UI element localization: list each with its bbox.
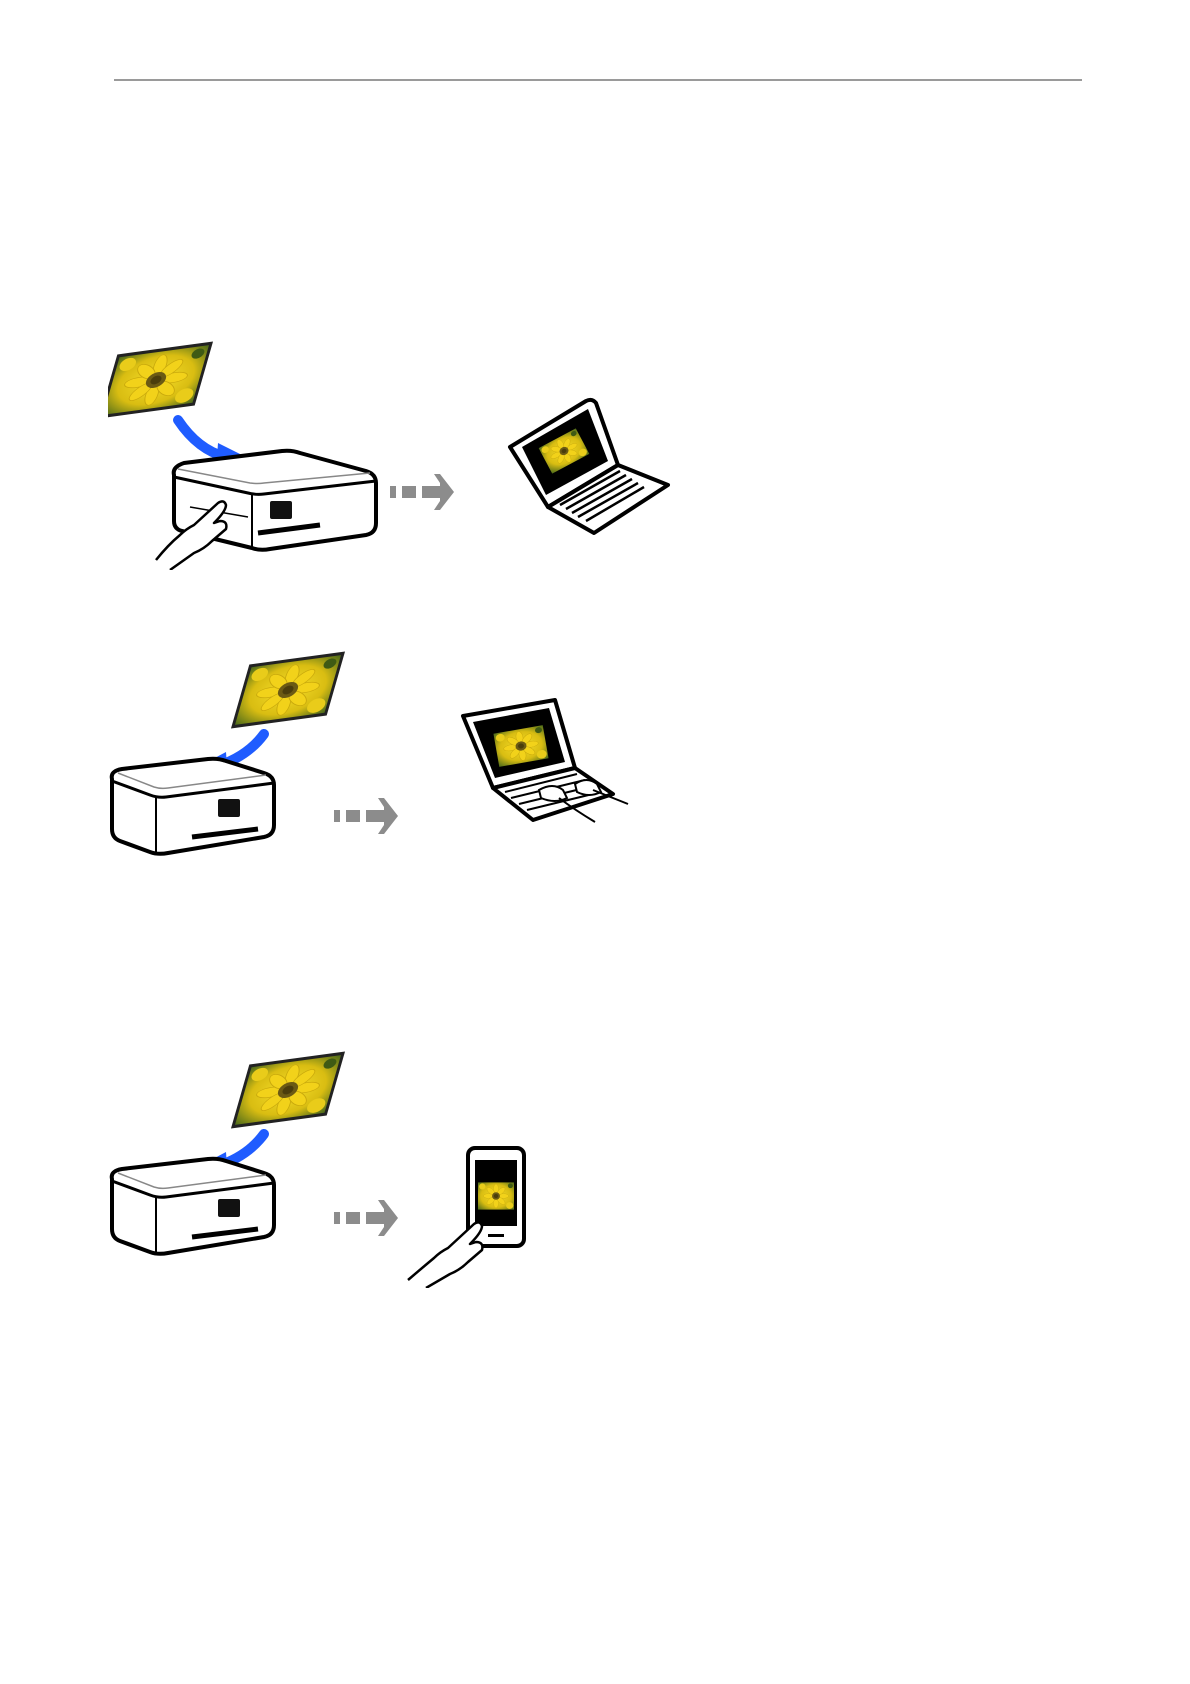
transfer-arrow-icon	[334, 1200, 398, 1236]
photo-icon	[231, 652, 345, 729]
photo-icon	[108, 342, 213, 419]
laptop-icon	[510, 400, 668, 533]
transfer-arrow-icon	[390, 474, 454, 510]
header-rule	[114, 79, 1082, 81]
transfer-arrow-icon	[334, 798, 398, 834]
scan-to-computer-control-panel-illustration	[108, 335, 688, 570]
laptop-typing-icon	[463, 700, 628, 822]
scan-to-computer-from-pc-illustration	[108, 648, 648, 878]
hand-tap-icon	[408, 1222, 482, 1288]
scan-to-smart-device-illustration	[108, 1048, 648, 1288]
scanner-icon	[112, 1159, 274, 1254]
photo-icon	[231, 1052, 345, 1129]
scanner-icon	[112, 759, 274, 854]
